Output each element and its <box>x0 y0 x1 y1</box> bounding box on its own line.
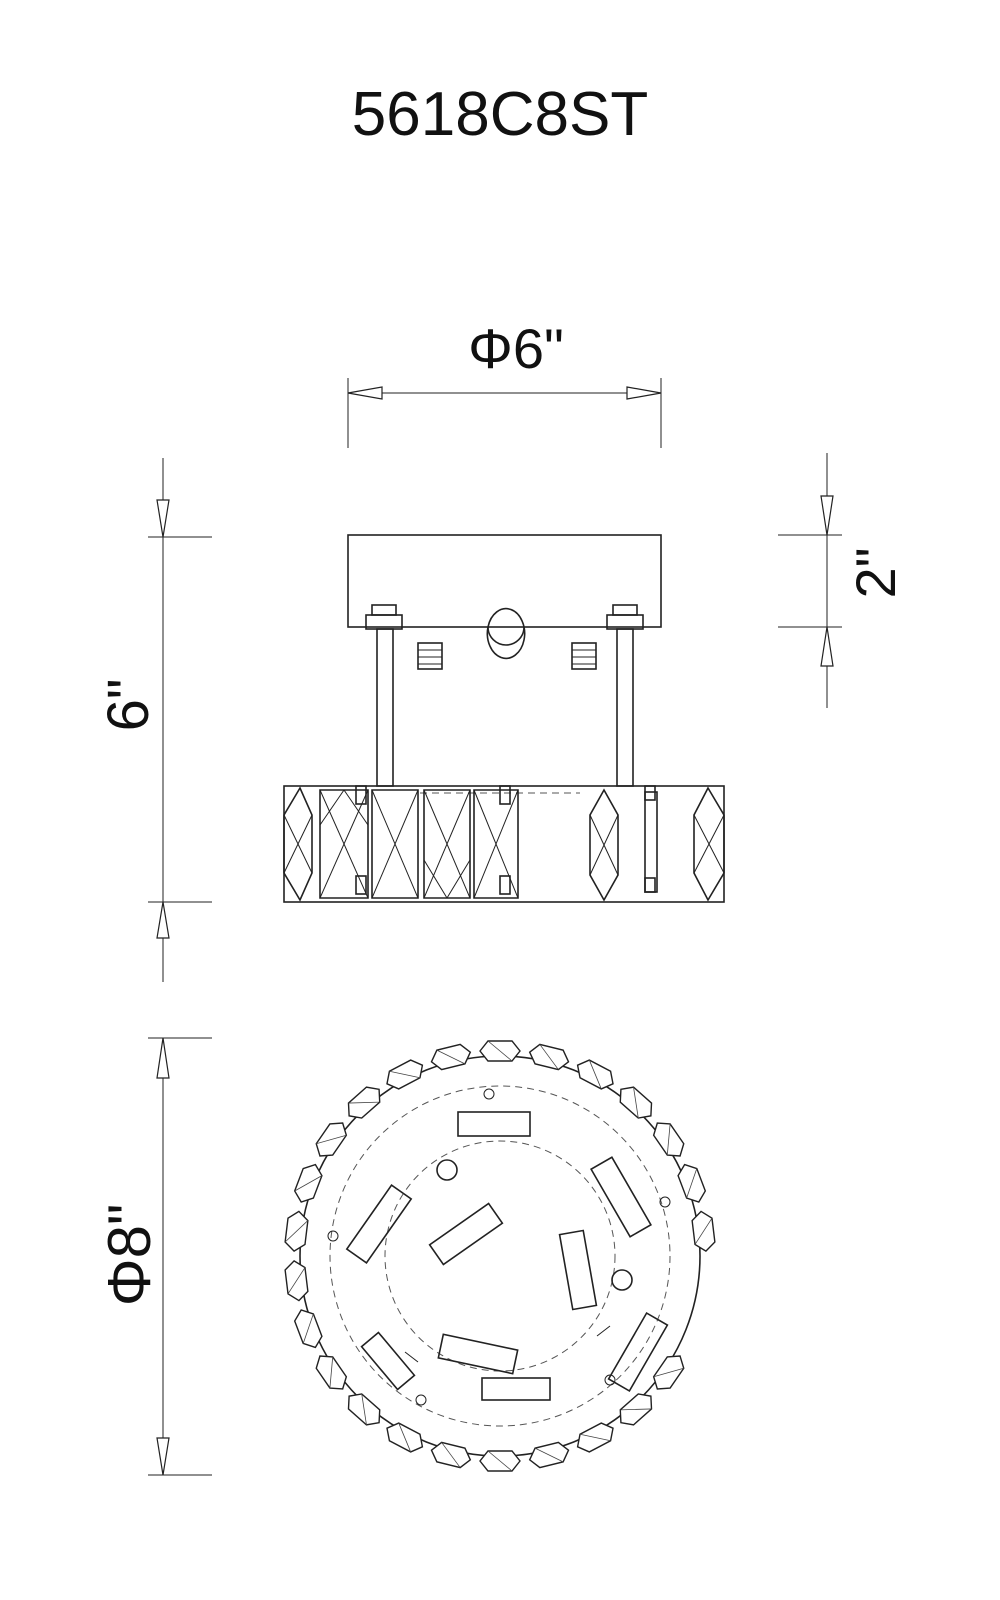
crystal-bead-facet <box>653 1367 684 1378</box>
crystal-bead-facet <box>294 1175 323 1192</box>
crystal-bead-facet <box>487 1450 513 1472</box>
crystal-bead-facet <box>284 1220 309 1243</box>
crystal-bead-facet <box>436 1049 466 1065</box>
crystal-bead-facet <box>389 1070 421 1079</box>
crystal-bead-facet <box>694 1217 713 1245</box>
middle-dashed-ring <box>329 1085 671 1427</box>
crystal-bead-facet <box>287 1267 306 1295</box>
model-number-title: 5618C8ST <box>352 80 648 149</box>
crystal-bead-facet <box>316 1134 347 1145</box>
canopy-height-dimension: 2" <box>778 453 907 708</box>
diameter-label: Φ8" <box>96 1204 163 1307</box>
bottom-plan-view <box>284 1040 716 1472</box>
width-dimension: Φ6" <box>347 317 662 448</box>
canopy-plate <box>347 534 662 628</box>
height-dimension: 6" <box>96 458 212 982</box>
support-rod-left <box>376 628 394 787</box>
crystal-bead-facet <box>666 1123 671 1156</box>
crystal-bead-facet <box>579 1433 611 1442</box>
crystal-bead-facet <box>534 1447 564 1463</box>
side-elevation-view <box>283 534 725 903</box>
height-label: 6" <box>96 679 161 732</box>
crystal-bead-facet <box>633 1087 639 1119</box>
crystal-ring-beads <box>284 1040 716 1472</box>
crystal-bead-facet <box>620 1408 652 1411</box>
diameter-dimension: Φ8" <box>96 1037 212 1476</box>
crystal-bead-facet <box>588 1059 602 1090</box>
crystal-bead-facet <box>539 1044 559 1070</box>
crystal-bead-facet <box>441 1442 461 1468</box>
canopy-height-label: 2" <box>844 547 907 598</box>
inner-dashed-ring <box>384 1140 616 1372</box>
width-label: Φ6" <box>468 317 564 380</box>
crystal-bead-facet <box>302 1313 314 1344</box>
crystal-bead-facet <box>398 1422 412 1453</box>
led-boards <box>345 1111 669 1401</box>
support-rod-right <box>616 628 634 787</box>
crystal-bead-facet <box>348 1101 380 1104</box>
crystal-bead-facet <box>361 1393 367 1425</box>
crystal-bead-facet <box>329 1356 334 1389</box>
crystal-bead-facet <box>487 1040 513 1062</box>
crystal-bead-facet <box>686 1168 698 1199</box>
crystal-facets <box>283 785 725 902</box>
